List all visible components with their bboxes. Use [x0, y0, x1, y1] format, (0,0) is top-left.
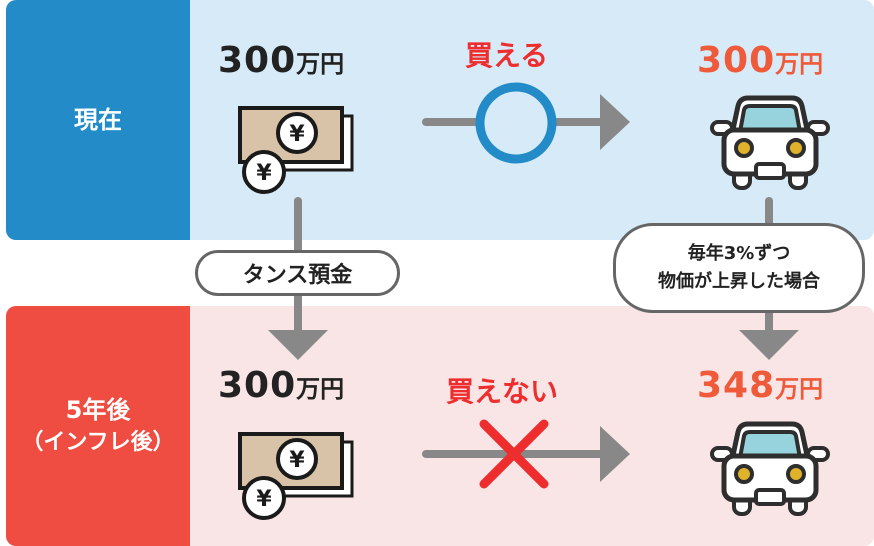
car-front-icon: [710, 95, 830, 190]
savings-arrow-head-icon: [268, 330, 328, 360]
current-money-unit: 万円: [296, 50, 345, 78]
inflation-bubble-line2: 物価が上昇した場合: [658, 271, 820, 292]
cross-ng-icon: [479, 419, 549, 489]
future-row-panel: 5年後 （インフレ後）: [6, 306, 874, 546]
current-car-price-number: 300: [697, 40, 776, 81]
future-sublabel-text: （インフレ後）: [21, 430, 175, 455]
future-row-label: 5年後 （インフレ後）: [6, 306, 190, 546]
svg-text:¥: ¥: [289, 122, 305, 147]
yen-banknote-icon: ¥ ¥: [238, 432, 354, 520]
future-verdict-text: 買えない: [446, 375, 559, 408]
yen-banknote-icon: ¥ ¥: [238, 106, 354, 194]
svg-text:¥: ¥: [256, 161, 272, 186]
current-money-amount: 300万円: [218, 40, 344, 81]
inflation-bubble-line1: 毎年3%ずつ: [687, 243, 791, 264]
current-row-label: 現在: [6, 0, 190, 240]
future-car-price-number: 348: [697, 365, 776, 406]
savings-bubble-text: タンス預金: [242, 263, 353, 288]
future-money-number: 300: [218, 365, 297, 406]
current-label-text: 現在: [74, 106, 122, 134]
savings-bubble: タンス預金: [195, 250, 400, 296]
current-verdict-text: 買える: [465, 39, 549, 72]
car-front-icon: [710, 421, 830, 516]
svg-text:¥: ¥: [256, 487, 272, 512]
current-car-price-unit: 万円: [775, 50, 824, 78]
future-car-price: 348万円: [697, 365, 823, 406]
current-arrow-head-icon: [600, 94, 630, 150]
circle-ok-icon: [475, 82, 557, 164]
current-money-number: 300: [218, 40, 297, 81]
future-money-amount: 300万円: [218, 365, 344, 406]
future-money-unit: 万円: [296, 375, 345, 403]
current-car-price: 300万円: [697, 40, 823, 81]
future-arrow-head-icon: [600, 426, 630, 482]
svg-text:¥: ¥: [289, 448, 305, 473]
future-label-text: 5年後: [65, 396, 131, 424]
future-car-price-unit: 万円: [775, 375, 824, 403]
current-row-panel: 現在: [6, 0, 874, 240]
inflation-arrow-head-icon: [739, 330, 799, 360]
inflation-bubble: 毎年3%ずつ 物価が上昇した場合: [613, 223, 865, 313]
